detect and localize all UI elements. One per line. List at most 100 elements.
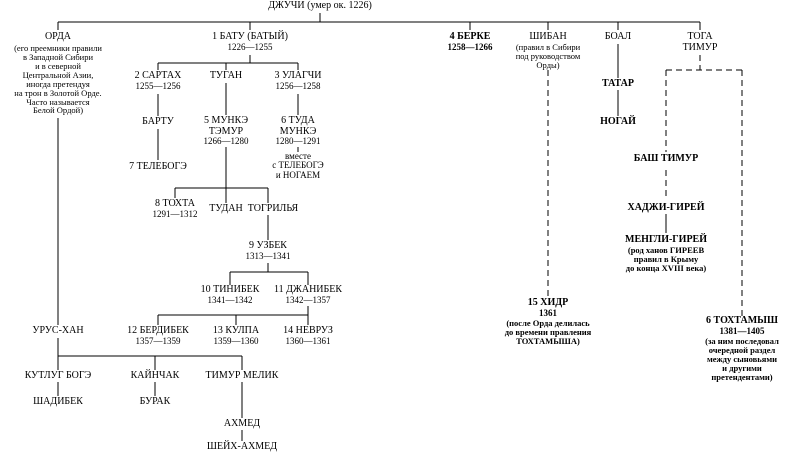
together-note: вместе с ТЕЛЕБОГЭ и НОГАЕМ xyxy=(258,151,338,180)
node-batu: 1 БАТУ (БАТЫЙ) 1226—1255 xyxy=(195,31,305,52)
tatar-name: ТАТАР xyxy=(601,78,635,89)
node-uzbek: 9 УЗБЕК 1313—1341 xyxy=(238,240,298,261)
batu-name: 1 БАТУ (БАТЫЙ) xyxy=(212,31,288,42)
khidr-note-line: (после Орда делилась xyxy=(506,318,590,328)
tudan-name: ТУДАН xyxy=(209,203,243,214)
node-djuchi: ДЖУЧИ (умер ок. 1226) xyxy=(230,0,410,12)
tokhtamysh-note-line: и другими xyxy=(722,362,762,373)
node-tuda-munke: 6 ТУДА МУНКЭ 1280—1291 xyxy=(258,115,338,146)
together-note-line: вместе xyxy=(285,151,311,161)
node-tugan: ТУГАН xyxy=(196,70,256,82)
node-sartakh: 2 САРТАХ 1255—1256 xyxy=(118,70,198,91)
tuda-dates: 1280—1291 xyxy=(275,136,321,146)
tinibek-dates: 1341—1342 xyxy=(207,294,253,305)
kulpa-name: 13 КУЛПА xyxy=(212,325,260,336)
node-kutlug-boge: КУТЛУГ БОГЭ xyxy=(13,370,103,382)
mengli-note-line: до конца XVIII века) xyxy=(625,262,707,273)
berke-name: 4 БЕРКЕ xyxy=(449,31,491,42)
orda-note: (его преемники правили в Западной Сибири… xyxy=(0,44,116,115)
tuda-name-2: МУНКЭ xyxy=(279,125,317,137)
nevruz-dates: 1360—1361 xyxy=(285,335,331,346)
node-urus-khan: УРУС-ХАН xyxy=(18,325,98,337)
timurmelik-name: ТИМУР МЕЛИК xyxy=(205,370,279,381)
node-kainchak: КАЙНЧАК xyxy=(120,370,190,382)
tuda-name-1: 6 ТУДА xyxy=(281,115,315,126)
orda-note-line: в Западной Сибири xyxy=(22,51,94,62)
node-berke: 4 БЕРКЕ 1258—1266 xyxy=(430,31,510,52)
shadibek-name: ШАДИБЕК xyxy=(33,396,83,407)
orda-note-line: иногда претендуя xyxy=(26,78,90,89)
tokhta-dates: 1291—1312 xyxy=(152,208,198,219)
node-orda: ОРДА xyxy=(18,31,98,43)
munke-name-2: ТЭМУР xyxy=(208,125,244,137)
node-tatar: ТАТАР xyxy=(588,78,648,90)
node-burak: БУРАК xyxy=(125,396,185,408)
node-shiban: ШИБАН xyxy=(508,31,588,43)
hadji-name: ХАДЖИ-ГИРЕЙ xyxy=(627,202,705,213)
sheikh-name: ШЕЙХ-АХМЕД xyxy=(206,441,278,452)
berke-dates: 1258—1266 xyxy=(447,41,493,52)
mengli-note-line: правил в Крыму xyxy=(633,253,699,264)
node-shadibek: ШАДИБЕК xyxy=(23,396,93,408)
node-toga-timur: ТОГА ТИМУР xyxy=(670,31,730,53)
node-djanibek: 11 ДЖАНИБЕК 1342—1357 xyxy=(266,284,350,305)
telebuga-name: 7 ТЕЛЕБОГЭ xyxy=(129,161,187,172)
node-telebuga: 7 ТЕЛЕБОГЭ xyxy=(118,161,198,173)
shiban-name: ШИБАН xyxy=(529,31,567,42)
shiban-note-line: (правил в Сибири xyxy=(515,42,581,52)
node-munke-temur: 5 МУНКЭ ТЭМУР 1266—1280 xyxy=(186,115,266,146)
orda-note-line: Белой Ордой) xyxy=(32,105,84,116)
node-sheikh-akhmed: ШЕЙХ-АХМЕД xyxy=(197,441,287,453)
nogai-name: НОГАЙ xyxy=(600,116,636,127)
djuchi-note: (умер ок. 1226) xyxy=(307,0,372,11)
node-bash-timur: БАШ ТИМУР xyxy=(626,153,706,165)
orda-note-line: Часто называется xyxy=(26,96,90,107)
tinibek-name: 10 ТИНИБЕК xyxy=(200,284,260,295)
tokhtamysh-note-line: (за ним последовал xyxy=(705,336,779,346)
node-nevruz: 14 НЕВРУЗ 1360—1361 xyxy=(270,325,346,346)
bartu-name: БАРТУ xyxy=(142,116,174,127)
tokhtamysh-name: 6 ТОХТАМЫШ xyxy=(706,315,778,326)
togrilya-name: ТОГРИЛЬЯ xyxy=(247,203,299,214)
khidr-note-line: до времени правления xyxy=(504,326,592,337)
node-tudan: ТУДАН xyxy=(196,203,256,215)
bash-name: БАШ ТИМУР xyxy=(633,153,699,164)
tokhtamysh-note-line: очередной раздел xyxy=(708,344,776,355)
tokhtamysh-note: (за ним последовал очередной раздел межд… xyxy=(697,337,787,382)
node-hadji-girey: ХАДЖИ-ГИРЕЙ xyxy=(616,202,716,214)
tugan-name: ТУГАН xyxy=(209,70,243,81)
node-ulagchi: 3 УЛАГЧИ 1256—1258 xyxy=(258,70,338,91)
uzbek-dates: 1313—1341 xyxy=(245,250,291,261)
tokhta-name: 8 ТОХТА xyxy=(155,198,195,209)
kainchak-name: КАЙНЧАК xyxy=(130,370,180,381)
shiban-note-line: Орды) xyxy=(536,59,560,70)
djanibek-dates: 1342—1357 xyxy=(285,294,331,305)
node-tinibek: 10 ТИНИБЕК 1341—1342 xyxy=(190,284,270,305)
khidr-dates: 1361 xyxy=(539,307,557,318)
together-note-line: с ТЕЛЕБОГЭ xyxy=(272,160,324,171)
kutlug-name: КУТЛУГ БОГЭ xyxy=(24,370,92,381)
batu-dates: 1226—1255 xyxy=(227,41,273,52)
node-kulpa: 13 КУЛПА 1359—1360 xyxy=(200,325,272,346)
munke-dates: 1266—1280 xyxy=(203,136,249,146)
node-bartu: БАРТУ xyxy=(128,116,188,128)
tokhtamysh-note-line: претендентами) xyxy=(711,371,773,382)
urus-name: УРУС-ХАН xyxy=(32,325,84,336)
uzbek-name: 9 УЗБЕК xyxy=(249,240,287,251)
sartakh-dates: 1255—1256 xyxy=(135,80,181,91)
shiban-note-line: под руководством xyxy=(515,50,581,61)
tokhtamysh-dates: 1381—1405 xyxy=(719,325,765,336)
node-boal: БОАЛ xyxy=(593,31,643,43)
boal-name: БОАЛ xyxy=(604,31,632,42)
node-akhmed: АХМЕД xyxy=(212,418,272,430)
mengli-note-line: (род ханов ГИРЕЕВ xyxy=(627,245,705,255)
node-timur-melik: ТИМУР МЕЛИК xyxy=(197,370,287,382)
orda-note-line: и в северной xyxy=(35,60,81,71)
orda-note-line: Центральной Азии, xyxy=(22,69,94,80)
djuchi-name: ДЖУЧИ xyxy=(268,0,305,11)
node-berdibek: 12 БЕРДИБЕК 1357—1359 xyxy=(118,325,198,346)
timur-name: ТИМУР xyxy=(682,41,718,53)
kulpa-dates: 1359—1360 xyxy=(213,335,259,346)
node-tokhta: 8 ТОХТА 1291—1312 xyxy=(140,198,210,219)
